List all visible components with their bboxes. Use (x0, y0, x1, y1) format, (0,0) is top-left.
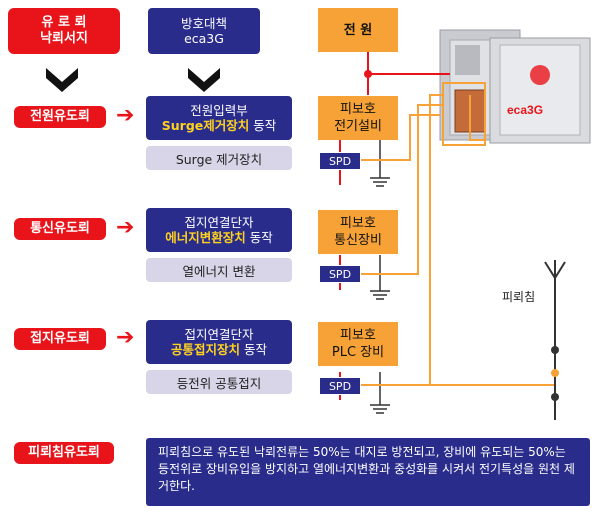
right-arrow-icon: ➔ (116, 103, 135, 128)
power-induced-lightning: 전원유도뢰 (14, 106, 106, 128)
power-source: 전 원 (318, 8, 398, 52)
product-logo: eca3G (507, 103, 544, 117)
protected-electrical-equipment: 피보호 전기설비 (318, 96, 398, 140)
down-arrow-icon (42, 62, 82, 96)
highlight-frame (442, 82, 486, 146)
surge-removal-action: 전원입력부 Surge제거장치 동작 (146, 96, 292, 140)
lightning-rod-label: 피뢰침 (502, 290, 536, 304)
down-arrow-icon (184, 62, 224, 96)
spd-device: SPD (319, 377, 361, 395)
energy-conversion-action: 접지연결단자 에너지변환장치 동작 (146, 208, 292, 252)
equipotential-common-ground: 등전위 공통접지 (146, 370, 292, 394)
top-box-line1: 유 로 뢰 (41, 15, 87, 30)
common-ground-action: 접지연결단자 공통접지장치 동작 (146, 320, 292, 364)
surge-removal-device: Surge 제거장치 (146, 146, 292, 170)
spd-device: SPD (319, 152, 361, 170)
protected-comm-equipment: 피보호 통신장비 (318, 210, 398, 254)
product-image (439, 29, 591, 144)
description-box: 피뢰침으로 유도된 낙뢰전류는 50%는 대지로 방전되고, 장비에 유도되는 … (146, 438, 590, 506)
comm-induced-lightning: 통신유도뢰 (14, 218, 106, 240)
spd-device: SPD (319, 265, 361, 283)
thermal-energy-conversion: 열에너지 변환 (146, 258, 292, 282)
right-arrow-icon: ➔ (116, 215, 135, 240)
lightning-surge-box: 유 로 뢰 낙뢰서지 (8, 8, 120, 54)
protected-plc-equipment: 피보호 PLC 장비 (318, 322, 398, 366)
right-arrow-icon: ➔ (116, 325, 135, 350)
ground-induced-lightning: 접지유도뢰 (14, 328, 106, 350)
top-box-line2: 낙뢰서지 (40, 31, 88, 46)
protection-box: 방호대책 eca3G (148, 8, 260, 54)
lightning-rod-induced: 피뢰침유도뢰 (14, 442, 114, 464)
